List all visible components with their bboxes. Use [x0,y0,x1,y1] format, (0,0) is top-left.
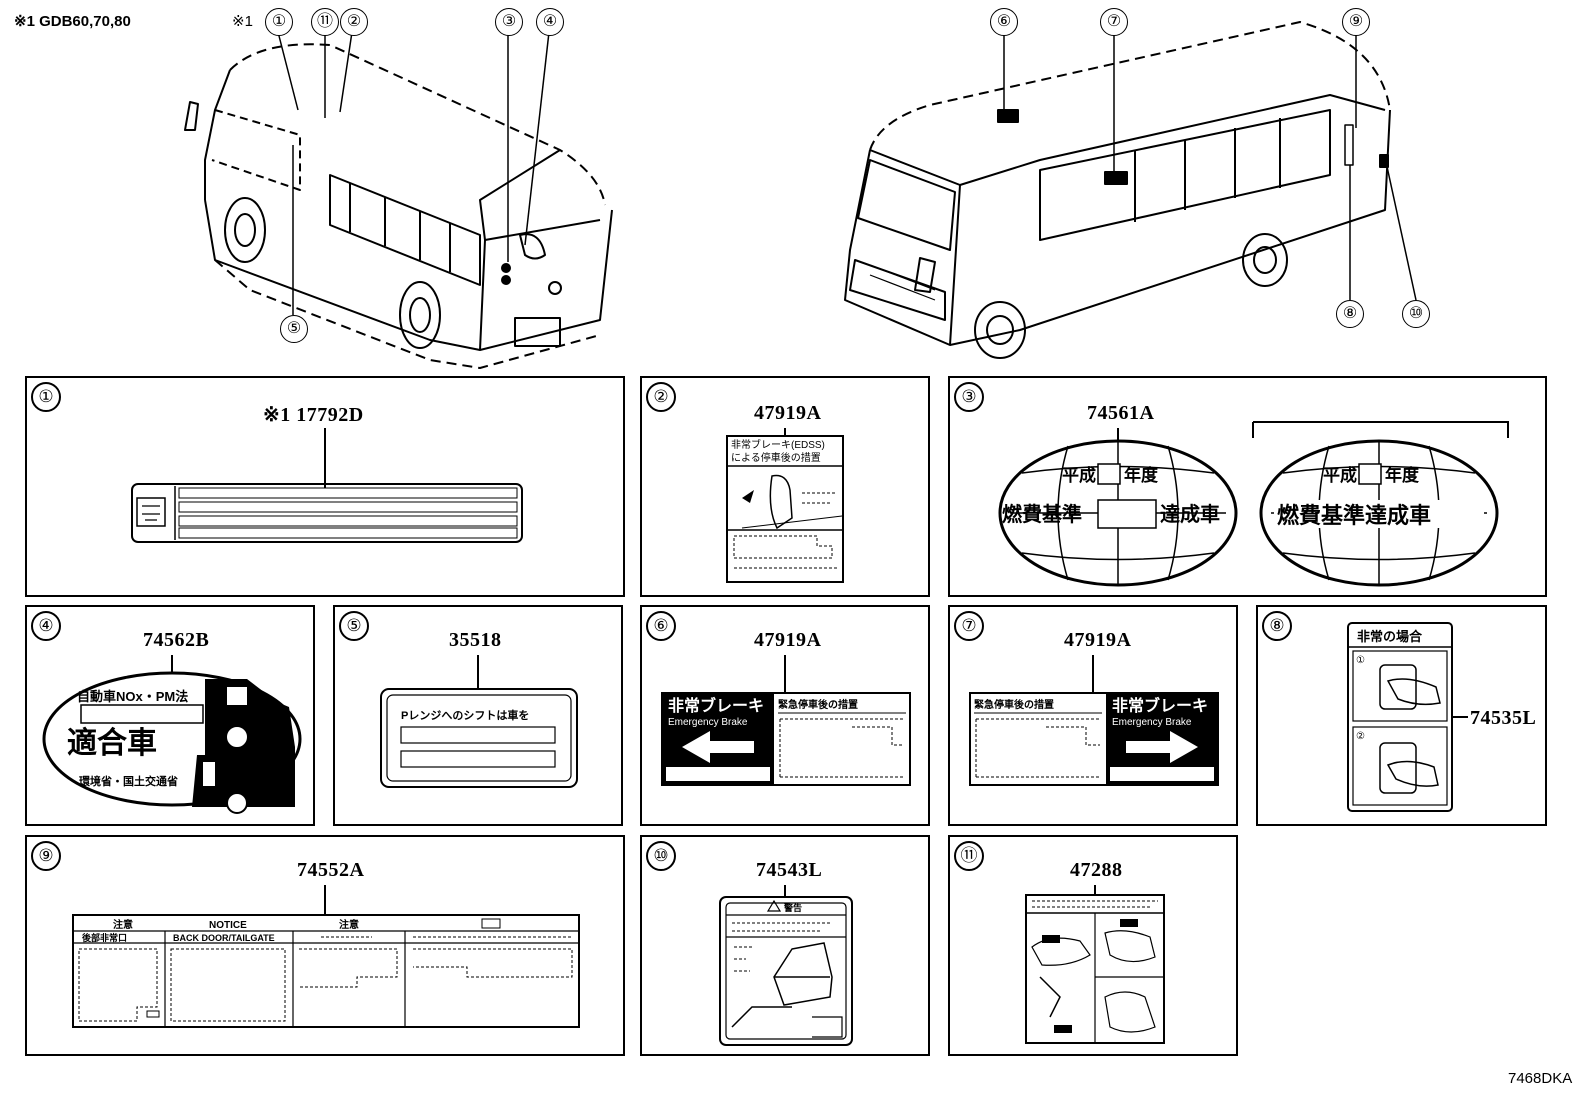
arrow-left-icon [682,731,754,763]
label-drawing-10: 警告 [719,885,853,1046]
asterisk-reference: ※1 [232,13,253,30]
part-number: 47919A [754,402,822,424]
callout-10: ⑩ [1402,300,1430,328]
label-drawing-2: 非常ブレーキ(EDSS) による停車後の措置 [726,428,844,583]
label-drawing-9: 注意 NOTICE 注意 後部非常口 BACK DOOR/TAILGATE [72,885,580,1028]
callout-3: ③ [495,8,523,36]
compliant-vehicle-text: 適合車 [67,726,157,760]
label-panel-8: ⑧ 74535L 非常の場合 ① ② [1256,605,1547,826]
part-number: ※1 17792D [263,404,364,426]
panel-number: ② [646,382,676,412]
in-emergency-text: 非常の場合 [1357,629,1423,644]
nendo-text: 年度 [1124,465,1159,485]
emergency-brake-en: Emergency Brake [1112,717,1192,728]
callout-8: ⑧ [1336,300,1364,328]
label-panel-10: ⑩ 74543L 警告 [640,835,930,1056]
heisei-text: 平成 [1323,465,1357,485]
label-panel-5: ⑤ 35518 Pレンジへのシフトは車を [333,605,623,826]
panel-number: ⑥ [646,611,676,641]
panel-number: ⑧ [1262,611,1292,641]
label-drawing-5: Pレンジへのシフトは車を [380,655,578,788]
callout-1: ① [265,8,293,36]
after-stop-header: 緊急停車後の措置 [778,698,858,711]
label-drawing-8: 非常の場合 ① ② [1347,622,1468,812]
warning-triangle-icon [766,899,782,912]
fuel-economy-badge-right: 平成 年度 燃費基準達成車 [1259,439,1499,587]
callout-7: ⑦ [1100,8,1128,36]
achieved-text: 達成車 [1160,502,1220,526]
label-drawing-1 [131,428,523,543]
label-drawing-4: 自動車NOx・PM法 適合車 環境省・国土交通省 [42,655,302,814]
label-panel-6: ⑥ 47919A 非常ブレーキ Emergency Brake 緊急停車後の措置 [640,605,930,826]
label-panel-2: ② 47919A 非常ブレーキ(EDSS) による停車後の措置 [640,376,930,597]
label-panel-9: ⑨ 74552A 注意 NOTICE 注意 後部非常口 BACK DOOR/TA… [25,835,625,1056]
callout-5: ⑤ [280,315,308,343]
callout-2: ② [340,8,368,36]
label-panel-11: ⑪ 47288 [948,835,1238,1056]
part-number: 47288 [1070,859,1123,881]
callout-11: ⑪ [311,8,339,36]
emergency-brake-jp: 非常ブレーキ [668,696,764,715]
callout-9: ⑨ [1342,8,1370,36]
bus-rear-view-drawing [184,31,613,369]
panel-number: ⑩ [646,841,676,871]
fuel-standard-text: 燃費基準 [1002,502,1082,526]
notice-head: NOTICE [209,920,247,931]
nox-pm-law-text: 自動車NOx・PM法 [77,689,188,704]
panel-number: ⑦ [954,611,984,641]
part-number: 74543L [756,859,823,881]
bus-front-view-drawing [844,21,1417,359]
part-number: 74562B [143,629,210,651]
hand-icon [1386,678,1441,706]
arrow-right-icon [1126,731,1198,763]
label-drawing-3: 平成 年度 燃費基準 達成車 平成 年度 燃費基準達成車 [998,421,1509,587]
fuel-standard-achieved-text: 燃費基準達成車 [1277,503,1431,528]
label-panel-1: ① ※1 17792D [25,376,625,597]
emergency-brake-jp: 非常ブレーキ [1112,696,1208,715]
panel-number: ④ [31,611,61,641]
after-stop-header: 緊急停車後の措置 [974,698,1054,711]
part-number: 35518 [449,629,502,651]
label-drawing-11 [1025,885,1165,1044]
caution-jp-head-2: 注意 [339,918,359,931]
rear-emergency-exit-text: 後部非常口 [82,932,127,943]
step-2-marker: ② [1356,731,1365,742]
panel-number: ⑤ [339,611,369,641]
heisei-text: 平成 [1062,465,1096,485]
callout-4: ④ [536,8,564,36]
seat-icon [773,942,833,1006]
diagram-code: 7468DKA [1508,1070,1573,1087]
emergency-brake-en: Emergency Brake [668,717,748,728]
part-number: 74552A [297,859,365,881]
panel-number: ⑪ [954,841,984,871]
label-panel-3: ③ 74561A 平成 年度 燃費基準 達成車 [948,376,1547,597]
part-number: 47919A [1064,629,1132,651]
edss-subtitle: による停車後の措置 [731,451,821,464]
callout-6: ⑥ [990,8,1018,36]
warning-text: 警告 [784,902,802,913]
hand-icon [1386,760,1439,787]
p-range-text: Pレンジへのシフトは車を [401,708,529,722]
ministry-text: 環境省・国土交通省 [79,774,178,788]
nendo-text: 年度 [1385,465,1420,485]
fuel-economy-badge-left: 平成 年度 燃費基準 達成車 [998,439,1238,587]
label-drawing-7: 非常ブレーキ Emergency Brake 緊急停車後の措置 [969,655,1219,786]
step-1-marker: ① [1356,655,1365,666]
panel-number: ③ [954,382,984,412]
label-drawing-6: 非常ブレーキ Emergency Brake 緊急停車後の措置 [661,655,911,786]
part-number: 74561A [1087,402,1155,424]
panel-number: ⑨ [31,841,61,871]
bus-illustrations [184,21,1417,369]
label-panel-4: ④ 74562B 自動車NOx・PM法 適合車 環境省・国土交通省 [25,605,315,826]
part-number: 74535L [1470,707,1537,729]
edss-title: 非常ブレーキ(EDSS) [731,438,825,451]
back-door-tailgate-text: BACK DOOR/TAILGATE [173,933,275,943]
caution-jp-head: 注意 [113,918,133,931]
label-panel-7: ⑦ 47919A 非常ブレーキ Emergency Brake 緊急停車後の措置 [948,605,1238,826]
model-note: ※1 GDB60,70,80 [14,13,131,30]
panel-number: ① [31,382,61,412]
part-number: 47919A [754,629,822,651]
